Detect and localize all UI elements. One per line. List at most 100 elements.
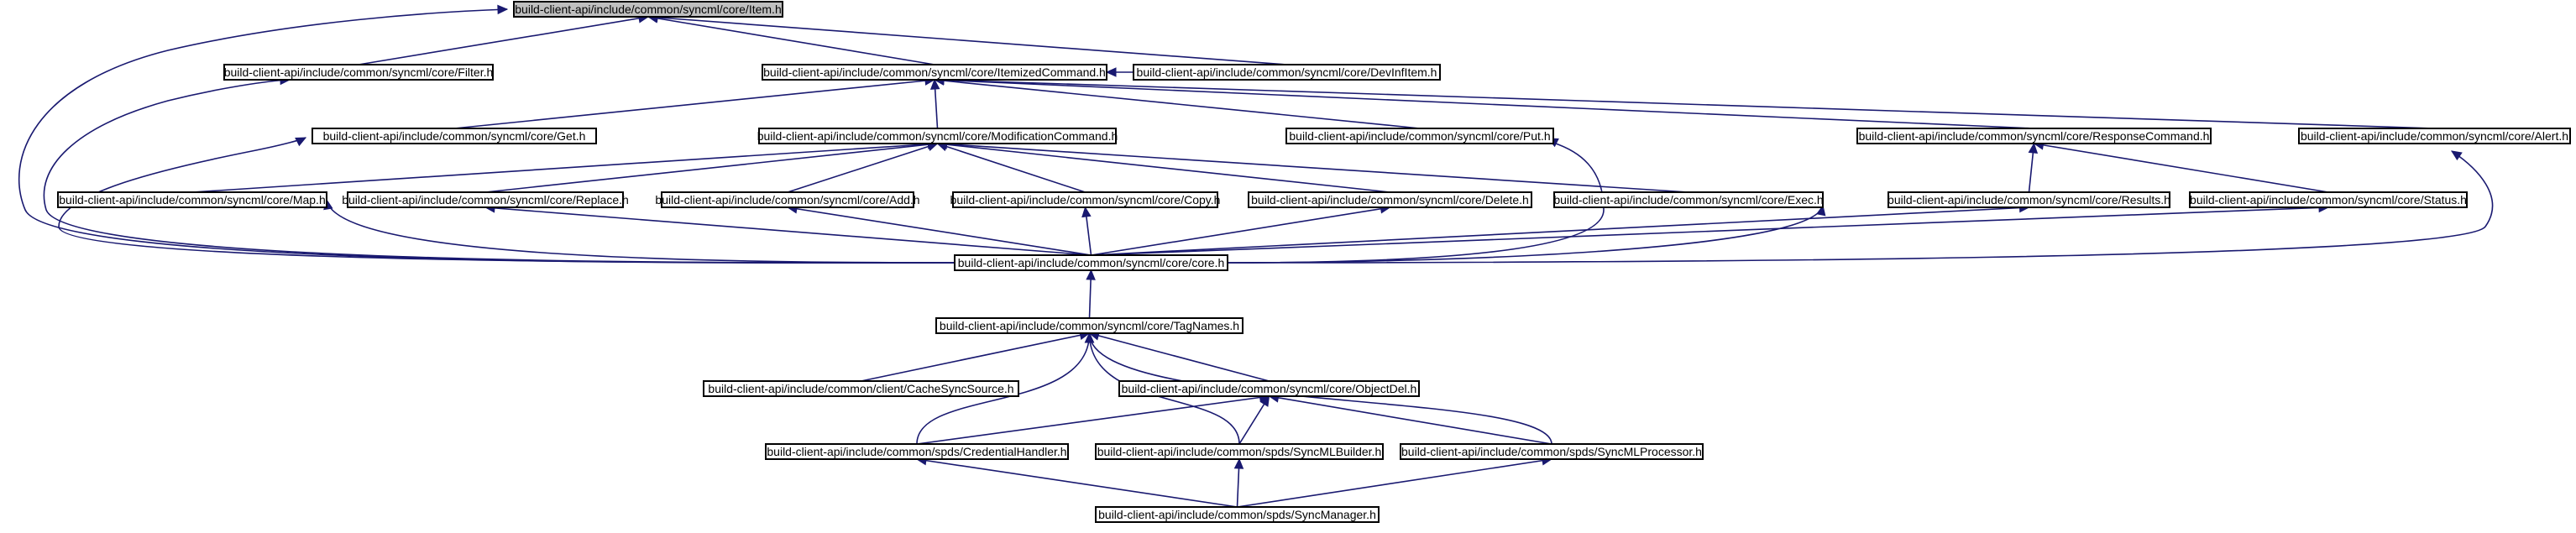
node-label-manager[interactable]: build-client-api/include/common/spds/Syn… xyxy=(1098,508,1376,521)
edge-get-to-itemized xyxy=(453,79,935,129)
edge-itemized-to-item xyxy=(647,16,935,65)
node-item[interactable]: build-client-api/include/common/syncml/c… xyxy=(513,1,783,18)
arrowhead-builder-to-objectdel xyxy=(1259,395,1270,407)
node-get[interactable]: build-client-api/include/common/syncml/c… xyxy=(312,128,597,144)
edge-core-to-replace xyxy=(484,206,1092,256)
node-itemized[interactable]: build-client-api/include/common/syncml/c… xyxy=(762,64,1107,81)
node-tagnames[interactable]: build-client-api/include/common/syncml/c… xyxy=(935,317,1243,334)
node-label-item[interactable]: build-client-api/include/common/syncml/c… xyxy=(515,3,781,16)
edge-manager-to-processor xyxy=(1237,458,1552,508)
node-label-replace[interactable]: build-client-api/include/common/syncml/c… xyxy=(342,193,629,206)
node-label-put[interactable]: build-client-api/include/common/syncml/c… xyxy=(1289,129,1550,143)
node-cachesync[interactable]: build-client-api/include/common/client/C… xyxy=(703,380,1019,397)
node-copy[interactable]: build-client-api/include/common/syncml/c… xyxy=(950,191,1221,208)
node-label-alert[interactable]: build-client-api/include/common/syncml/c… xyxy=(2301,129,2568,143)
node-label-builder[interactable]: build-client-api/include/common/spds/Syn… xyxy=(1097,445,1382,458)
node-exec[interactable]: build-client-api/include/common/syncml/c… xyxy=(1553,191,1824,208)
node-box-credential[interactable] xyxy=(765,443,1069,460)
node-label-tagnames[interactable]: build-client-api/include/common/syncml/c… xyxy=(940,319,1239,332)
arrowhead-devinf-to-itemized xyxy=(1105,67,1117,77)
node-core[interactable]: build-client-api/include/common/syncml/c… xyxy=(954,254,1228,271)
node-box-itemized[interactable] xyxy=(762,64,1107,81)
node-label-itemized[interactable]: build-client-api/include/common/syncml/c… xyxy=(763,65,1106,79)
edge-exec-to-modification xyxy=(937,143,1689,193)
node-box-tagnames[interactable] xyxy=(935,317,1243,334)
node-box-map[interactable] xyxy=(57,191,327,208)
node-box-put[interactable] xyxy=(1285,128,1554,144)
arrowhead-core-to-copy xyxy=(1081,206,1092,218)
edge-manager-to-credential xyxy=(916,458,1238,508)
edge-core-to-get xyxy=(58,137,956,264)
node-status[interactable]: build-client-api/include/common/syncml/c… xyxy=(2189,191,2468,208)
node-box-modification[interactable] xyxy=(758,128,1117,144)
node-label-filter[interactable]: build-client-api/include/common/syncml/c… xyxy=(224,65,494,79)
arrowhead-manager-to-builder xyxy=(1233,457,1244,469)
arrowhead-results-to-response xyxy=(2028,142,2039,154)
edge-core-to-exec xyxy=(1227,205,1824,264)
node-results[interactable]: build-client-api/include/common/syncml/c… xyxy=(1887,191,2170,208)
edge-response-to-itemized xyxy=(934,79,2034,129)
node-box-delete[interactable] xyxy=(1248,191,1532,208)
node-delete[interactable]: build-client-api/include/common/syncml/c… xyxy=(1248,191,1532,208)
node-box-processor[interactable] xyxy=(1400,443,1704,460)
node-devinf[interactable]: build-client-api/include/common/syncml/c… xyxy=(1133,64,1441,81)
node-box-cachesync[interactable] xyxy=(703,380,1019,397)
node-label-copy[interactable]: build-client-api/include/common/syncml/c… xyxy=(950,193,1221,206)
node-box-add[interactable] xyxy=(661,191,914,208)
node-label-delete[interactable]: build-client-api/include/common/syncml/c… xyxy=(1251,193,1529,206)
node-label-cachesync[interactable]: build-client-api/include/common/client/C… xyxy=(708,382,1013,395)
node-builder[interactable]: build-client-api/include/common/spds/Syn… xyxy=(1095,443,1384,460)
edge-add-to-modification xyxy=(787,143,938,193)
node-map[interactable]: build-client-api/include/common/syncml/c… xyxy=(57,191,327,208)
node-label-response[interactable]: build-client-api/include/common/syncml/c… xyxy=(1859,129,2210,143)
node-box-copy[interactable] xyxy=(952,191,1218,208)
node-box-manager[interactable] xyxy=(1095,506,1380,523)
arrowhead-core-to-alert xyxy=(2450,150,2463,161)
node-box-get[interactable] xyxy=(312,128,597,144)
node-filter[interactable]: build-client-api/include/common/syncml/c… xyxy=(223,64,494,81)
node-box-exec[interactable] xyxy=(1553,191,1824,208)
edge-core-to-results xyxy=(1091,206,2029,256)
edge-core-to-filter xyxy=(43,79,956,264)
edge-cachesync-to-tagnames xyxy=(861,332,1090,382)
node-box-replace[interactable] xyxy=(347,191,624,208)
node-label-map[interactable]: build-client-api/include/common/syncml/c… xyxy=(59,193,325,206)
node-label-modification[interactable]: build-client-api/include/common/syncml/c… xyxy=(757,129,1118,143)
node-box-alert[interactable] xyxy=(2298,128,2571,144)
node-label-objectdel[interactable]: build-client-api/include/common/syncml/c… xyxy=(1122,382,1417,395)
node-box-core[interactable] xyxy=(954,254,1228,271)
edge-credential-to-tagnames xyxy=(916,332,1091,445)
edge-credential-to-objectdel xyxy=(916,395,1270,445)
node-box-status[interactable] xyxy=(2189,191,2468,208)
node-label-status[interactable]: build-client-api/include/common/syncml/c… xyxy=(2190,193,2467,206)
node-alert[interactable]: build-client-api/include/common/syncml/c… xyxy=(2298,128,2571,144)
node-label-credential[interactable]: build-client-api/include/common/spds/Cre… xyxy=(767,445,1066,458)
node-label-get[interactable]: build-client-api/include/common/syncml/c… xyxy=(323,129,586,143)
node-label-results[interactable]: build-client-api/include/common/syncml/c… xyxy=(1887,193,2170,206)
node-processor[interactable]: build-client-api/include/common/spds/Syn… xyxy=(1400,443,1704,460)
node-box-devinf[interactable] xyxy=(1133,64,1441,81)
node-box-builder[interactable] xyxy=(1095,443,1384,460)
node-label-processor[interactable]: build-client-api/include/common/spds/Syn… xyxy=(1401,445,1702,458)
node-objectdel[interactable]: build-client-api/include/common/syncml/c… xyxy=(1118,380,1420,397)
node-box-response[interactable] xyxy=(1856,128,2212,144)
node-box-item[interactable] xyxy=(513,1,783,18)
edge-devinf-to-item xyxy=(647,16,1287,65)
node-label-core[interactable]: build-client-api/include/common/syncml/c… xyxy=(958,256,1224,269)
edge-processor-to-tagnames xyxy=(1088,332,1552,445)
node-box-results[interactable] xyxy=(1887,191,2170,208)
node-manager[interactable]: build-client-api/include/common/spds/Syn… xyxy=(1095,506,1380,523)
node-label-exec[interactable]: build-client-api/include/common/syncml/c… xyxy=(1553,193,1823,206)
node-response[interactable]: build-client-api/include/common/syncml/c… xyxy=(1856,128,2212,144)
node-credential[interactable]: build-client-api/include/common/spds/Cre… xyxy=(765,443,1069,460)
node-put[interactable]: build-client-api/include/common/syncml/c… xyxy=(1285,128,1554,144)
node-modification[interactable]: build-client-api/include/common/syncml/c… xyxy=(757,128,1118,144)
node-label-add[interactable]: build-client-api/include/common/syncml/c… xyxy=(655,193,919,206)
edge-replace-to-modification xyxy=(484,143,938,193)
node-replace[interactable]: build-client-api/include/common/syncml/c… xyxy=(342,191,629,208)
node-box-filter[interactable] xyxy=(223,64,494,81)
node-box-objectdel[interactable] xyxy=(1118,380,1420,397)
node-label-devinf[interactable]: build-client-api/include/common/syncml/c… xyxy=(1137,65,1437,79)
node-add[interactable]: build-client-api/include/common/syncml/c… xyxy=(655,191,920,208)
